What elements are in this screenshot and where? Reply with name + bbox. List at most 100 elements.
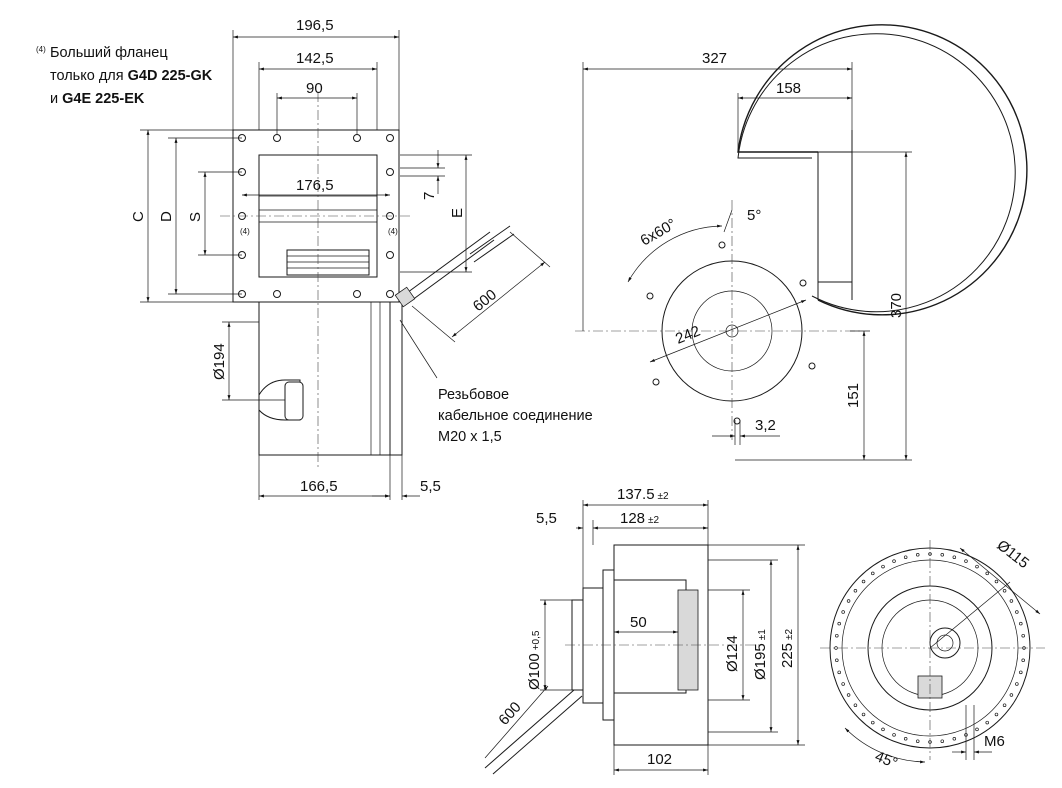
dim-5-5-front: 5,5 bbox=[420, 478, 441, 495]
blade-dot bbox=[1002, 703, 1007, 707]
flange-note-line3: и G4E 225-EK bbox=[50, 91, 145, 107]
blade-dot bbox=[940, 739, 945, 743]
dim-225: 225±2 bbox=[779, 628, 796, 668]
dim-124: Ø124 bbox=[724, 635, 741, 672]
flange-note-line1: Больший фланец bbox=[50, 45, 168, 61]
motor-front-view: Ø115 45° M6 bbox=[820, 537, 1045, 772]
blade-dot bbox=[861, 579, 866, 584]
dim-166-5: 166,5 bbox=[300, 478, 338, 495]
blade-dot bbox=[846, 693, 851, 697]
blade-dot bbox=[915, 739, 920, 743]
blade-dot bbox=[841, 610, 845, 614]
dim-370: 370 bbox=[888, 293, 905, 318]
blade-dot bbox=[853, 703, 858, 707]
dim-128: 128±2 bbox=[620, 510, 660, 527]
dim-90: 90 bbox=[306, 80, 323, 97]
blade-dot bbox=[1009, 693, 1014, 697]
dim-m6: M6 bbox=[984, 733, 1005, 750]
dim-d: D bbox=[158, 211, 175, 222]
blade-dot bbox=[837, 670, 841, 675]
blade-dot bbox=[975, 564, 979, 569]
dim-3-2: 3,2 bbox=[755, 417, 776, 434]
blade-dot bbox=[861, 712, 866, 717]
blade-dot bbox=[871, 720, 875, 725]
motor-flange-edge bbox=[389, 301, 403, 456]
flange-note: (4) Больший фланец только для G4D 225-GK… bbox=[36, 45, 213, 107]
dim-5deg: 5° bbox=[747, 207, 761, 224]
dim-137-5: 137.5±2 bbox=[617, 486, 669, 503]
scroll-outlet bbox=[817, 151, 853, 283]
blade-dot bbox=[903, 737, 908, 741]
blade-dot bbox=[964, 559, 968, 563]
housing-body bbox=[258, 301, 391, 456]
blade-dot bbox=[835, 633, 839, 638]
blade-dot bbox=[928, 552, 932, 556]
inlet-ring bbox=[284, 381, 304, 421]
dim-5-5-motor: 5,5 bbox=[536, 510, 557, 527]
dim-102: 102 bbox=[647, 751, 672, 768]
dim-7: 7 bbox=[421, 192, 438, 200]
hole-marker-left: (4) bbox=[240, 227, 250, 236]
front-view: (4) (4) 196,5 142,5 bbox=[130, 17, 593, 500]
blade-dot bbox=[881, 727, 885, 732]
blade-dot bbox=[841, 682, 845, 686]
dim-242: 242 bbox=[673, 323, 703, 348]
blade-dot bbox=[975, 727, 979, 732]
blade-dot bbox=[892, 733, 896, 737]
blade-dot bbox=[871, 571, 875, 576]
flange-note-line2: только для G4D 225-GK bbox=[50, 68, 213, 84]
blade-dot bbox=[1009, 599, 1014, 603]
dim-151: 151 bbox=[845, 383, 862, 408]
dim-6x60: 6x60° bbox=[638, 215, 680, 249]
dim-600-motor: 600 bbox=[495, 699, 524, 729]
blade-dot bbox=[834, 646, 838, 650]
dim-176-5: 176,5 bbox=[296, 177, 334, 194]
blade-dot bbox=[837, 621, 841, 626]
dim-327: 327 bbox=[702, 50, 727, 67]
dim-s: S bbox=[187, 212, 204, 222]
blade-dot bbox=[1019, 621, 1023, 626]
cable-note-line1: Резьбовое bbox=[438, 387, 509, 403]
dim-142-5: 142,5 bbox=[296, 50, 334, 67]
blade-dot bbox=[846, 599, 851, 603]
blade-dot bbox=[1002, 589, 1007, 593]
blade-dot bbox=[952, 737, 957, 741]
dim-194: Ø194 bbox=[211, 343, 228, 380]
cable-note-line2: кабельное соединение bbox=[438, 408, 593, 424]
dim-100: Ø100+0,5 bbox=[526, 630, 543, 690]
dim-600-front: 600 bbox=[470, 286, 500, 315]
blade-dot bbox=[853, 589, 858, 593]
dim-50: 50 bbox=[630, 614, 647, 631]
blade-dot bbox=[985, 720, 989, 725]
motor-side-view: 137.5±2 128±2 5,5 50 Ø100+0,5 Ø124 Ø195±… bbox=[484, 486, 805, 775]
blade-dot bbox=[915, 553, 920, 557]
scroll-outline bbox=[737, 24, 1028, 316]
dim-c: C bbox=[130, 211, 147, 222]
blade-dot bbox=[903, 555, 908, 559]
blade-dot bbox=[985, 571, 989, 576]
dim-195: Ø195±1 bbox=[752, 629, 769, 680]
dim-e: E bbox=[449, 208, 466, 218]
dim-115: Ø115 bbox=[994, 537, 1033, 572]
mount-holes bbox=[646, 241, 816, 425]
flange-note-marker: (4) bbox=[36, 45, 46, 54]
dim-45: 45° bbox=[873, 748, 900, 772]
blade-dot bbox=[881, 564, 885, 569]
hole-marker-right: (4) bbox=[388, 227, 398, 236]
blade-dot bbox=[940, 553, 945, 557]
blade-dot bbox=[1015, 610, 1019, 614]
blade-dot bbox=[835, 658, 839, 663]
scroll-lip bbox=[286, 249, 370, 276]
blade-dot bbox=[952, 555, 957, 559]
blade-dot bbox=[1015, 682, 1019, 686]
blade-dot bbox=[1019, 670, 1023, 675]
blade-dot bbox=[892, 559, 896, 563]
cable-note-line3: M20 x 1,5 bbox=[438, 429, 502, 445]
blade-dot bbox=[994, 712, 999, 717]
impeller-blades bbox=[677, 589, 699, 691]
dim-196-5: 196,5 bbox=[296, 17, 334, 34]
blade-dot bbox=[1021, 658, 1025, 663]
dim-158: 158 bbox=[776, 80, 801, 97]
side-view: 327 158 6x60° 5° 242 370 151 3,2 bbox=[575, 24, 1028, 461]
